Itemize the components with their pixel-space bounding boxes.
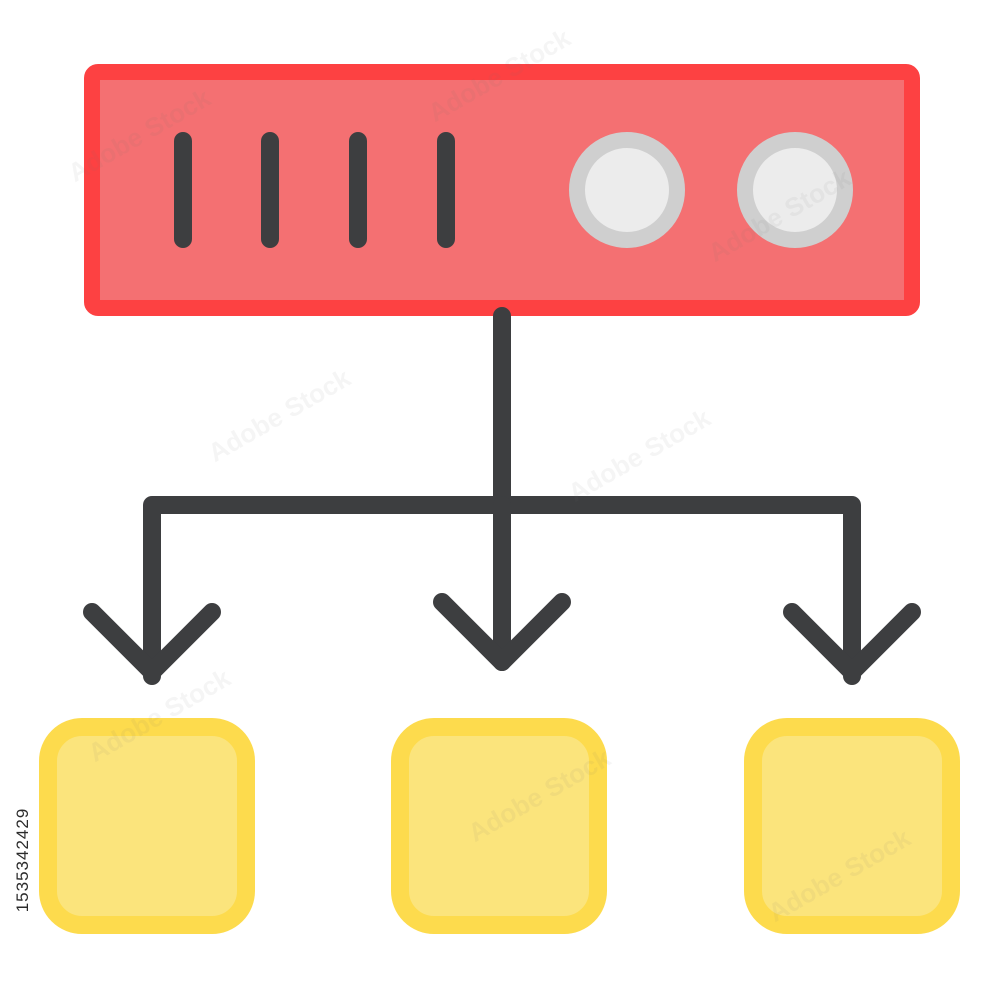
server-led-lights xyxy=(569,132,853,248)
server-led-icon xyxy=(569,132,685,248)
arrow-head-right-icon xyxy=(783,603,921,681)
server-led-icon xyxy=(737,132,853,248)
arrow-head-center-icon xyxy=(433,593,571,671)
server-slots xyxy=(174,132,455,248)
branch-arrows-icon xyxy=(83,307,921,685)
stock-id-label: 1535342429 xyxy=(13,807,32,913)
node-box-icon xyxy=(39,718,255,934)
node-box-icon xyxy=(391,718,607,934)
node-box-icon xyxy=(744,718,960,934)
server-rack-icon xyxy=(84,64,920,316)
arrow-head-left-icon xyxy=(83,603,221,681)
destination-nodes xyxy=(39,718,960,934)
